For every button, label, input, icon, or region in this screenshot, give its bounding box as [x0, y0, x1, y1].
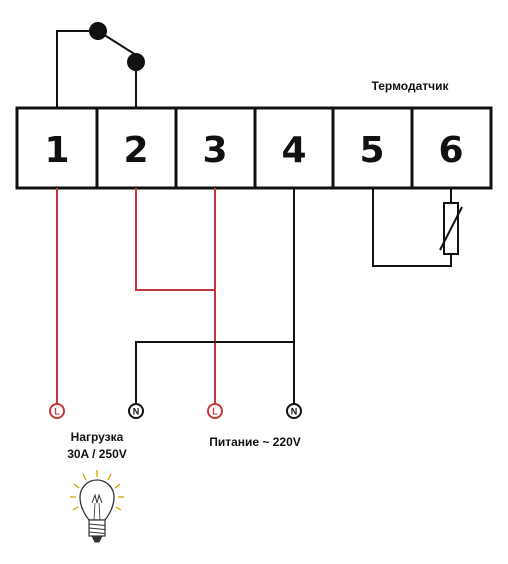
power-label: Питание ~ 220V — [209, 435, 301, 449]
relay-contact-icon — [56, 22, 145, 108]
thermistor-icon — [372, 188, 463, 267]
terminal-block: 1 2 3 4 5 6 — [15, 106, 493, 190]
black-wires — [135, 188, 295, 404]
svg-text:L: L — [54, 407, 60, 417]
svg-text:L: L — [212, 407, 218, 417]
terminal-5-label: 5 — [359, 130, 384, 171]
terminal-2-label: 2 — [123, 130, 148, 171]
terminal-1-label: 1 — [44, 130, 69, 171]
svg-text:N: N — [133, 407, 140, 417]
power-N-terminal: N — [286, 403, 302, 419]
load-label-line1: Нагрузка — [71, 430, 124, 444]
load-L-terminal: L — [49, 403, 65, 419]
power-L-terminal: L — [207, 403, 223, 419]
lamp-icon — [70, 470, 124, 543]
sensor-label: Термодатчик — [372, 79, 450, 93]
load-N-terminal: N — [128, 403, 144, 419]
terminal-6-label: 6 — [438, 130, 463, 171]
terminal-4-label: 4 — [281, 130, 306, 171]
terminal-3-label: 3 — [202, 130, 227, 171]
load-label-line2: 30A / 250V — [67, 447, 127, 461]
svg-text:N: N — [291, 407, 298, 417]
red-wires — [56, 188, 216, 404]
